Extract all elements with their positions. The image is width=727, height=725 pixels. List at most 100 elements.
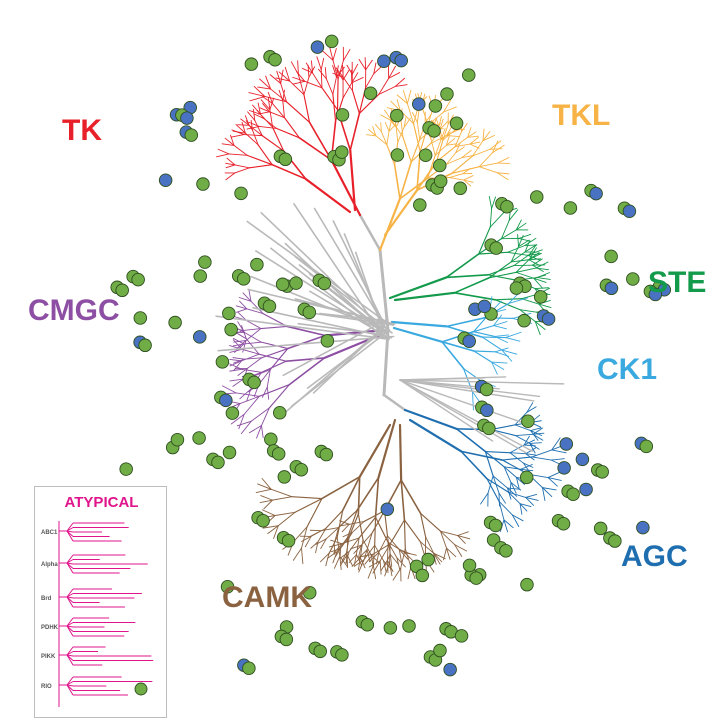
camk-branch: [457, 535, 471, 540]
camk-branch: [338, 523, 350, 527]
cmgc-branch: [239, 395, 260, 404]
tk-branch: [261, 95, 273, 104]
tk-branch: [365, 73, 375, 89]
tk-branch: [241, 121, 246, 134]
ste-branch: [488, 271, 517, 279]
atypical-branch: [66, 588, 74, 598]
cmgc-kinase-marker: [317, 276, 332, 291]
ste-branch: [445, 253, 480, 279]
ste-branch: [453, 292, 497, 301]
tk-branch: [358, 58, 367, 71]
tk-branch: [252, 108, 256, 121]
agc-branch: [526, 402, 534, 413]
ste-branch: [524, 244, 538, 246]
tk-kinase-marker: [244, 57, 259, 71]
tkl-branch: [472, 140, 484, 157]
atypical-branch: [66, 684, 74, 696]
camk-branch: [419, 541, 435, 554]
ste-branch: [536, 277, 551, 280]
cmgc-branch: [260, 360, 287, 373]
tk-kinase-marker: [324, 34, 339, 49]
camk-branch: [368, 551, 380, 563]
agc-branch: [532, 432, 545, 435]
cmgc-branch: [245, 338, 260, 355]
ste-branch: [527, 252, 542, 256]
ste-branch: [535, 261, 549, 269]
tkl-branch: [393, 163, 401, 200]
tk-branch: [278, 71, 291, 82]
atypical-subgroup-brd: Brd: [41, 596, 52, 602]
ck1-branch: [473, 331, 496, 337]
agc-kinase-marker: [480, 403, 494, 418]
ste-branch: [518, 233, 532, 239]
group-label-ste: STE: [648, 266, 707, 299]
tk-branch: [305, 62, 314, 74]
camk-branch: [368, 560, 381, 568]
tk-kinase-marker: [234, 186, 248, 201]
camk-branch: [372, 564, 377, 580]
ck1-kinase-marker: [462, 334, 476, 348]
atypical-branch: [66, 651, 74, 656]
tkl-branch: [368, 129, 377, 137]
agc-kinase-marker: [608, 534, 622, 548]
atypical-branch: [66, 646, 74, 656]
camk-branch: [336, 536, 341, 557]
cmgc-kinase-marker: [215, 355, 230, 369]
camk-branch: [359, 539, 364, 558]
cmgc-branch: [285, 357, 326, 362]
cmgc-branch: [261, 425, 264, 439]
camk-kinase-marker: [520, 577, 534, 592]
agc-branch: [510, 481, 517, 494]
agc-branch: [532, 427, 543, 435]
camk-branch: [440, 530, 447, 549]
ste-branch: [524, 244, 536, 253]
camk-branch: [364, 553, 374, 565]
agc-branch: [486, 478, 500, 503]
tkl-branch: [430, 138, 436, 156]
agc-branch: [522, 462, 534, 468]
tk-branch: [259, 78, 272, 90]
camk-branch: [294, 498, 323, 513]
camk-branch: [339, 520, 350, 525]
tk-branch: [342, 64, 344, 78]
cmgc-branch: [250, 407, 270, 422]
camk-branch: [348, 520, 365, 525]
tk-branch: [394, 84, 408, 87]
tkl-branch: [443, 99, 452, 113]
tkl-branch: [384, 109, 393, 122]
camk-branch: [293, 526, 308, 543]
ck1-kinase-marker: [517, 313, 531, 328]
agc-branch: [498, 501, 505, 521]
tkl-branch: [467, 135, 479, 138]
cmgc-kinase-marker: [222, 306, 236, 321]
camk-branch: [310, 541, 319, 549]
tk-branch: [304, 80, 323, 89]
tkl-branch: [396, 99, 401, 112]
ste-kinase-marker: [648, 287, 663, 302]
camk-branch: [325, 552, 330, 567]
cmgc-branch: [222, 385, 237, 394]
unassigned-branch: [280, 328, 383, 417]
ste-branch: [517, 233, 519, 248]
unassigned-branch: [215, 315, 390, 341]
camk-branch: [379, 543, 391, 562]
camk-branch: [383, 560, 387, 574]
atypical-branch: [66, 676, 74, 686]
atypical-branch: [66, 625, 74, 628]
tkl-branch: [396, 94, 408, 105]
tk-branch: [228, 153, 248, 156]
camk-kinase-marker: [443, 662, 457, 677]
group-label-ck1: CK1: [597, 353, 658, 386]
camk-branch: [341, 552, 347, 563]
agc-branch: [514, 435, 531, 444]
camk-branch: [259, 499, 273, 503]
group-label-agc: AGC: [621, 540, 688, 573]
tkl-branch: [416, 121, 421, 141]
tk-branch: [298, 137, 333, 161]
cmgc-kinase-marker: [294, 463, 309, 477]
camk-branch: [374, 476, 380, 519]
camk-branch: [301, 526, 308, 549]
camk-branch: [357, 513, 364, 541]
tkl-branch: [496, 172, 509, 181]
tkl-branch: [402, 136, 412, 163]
